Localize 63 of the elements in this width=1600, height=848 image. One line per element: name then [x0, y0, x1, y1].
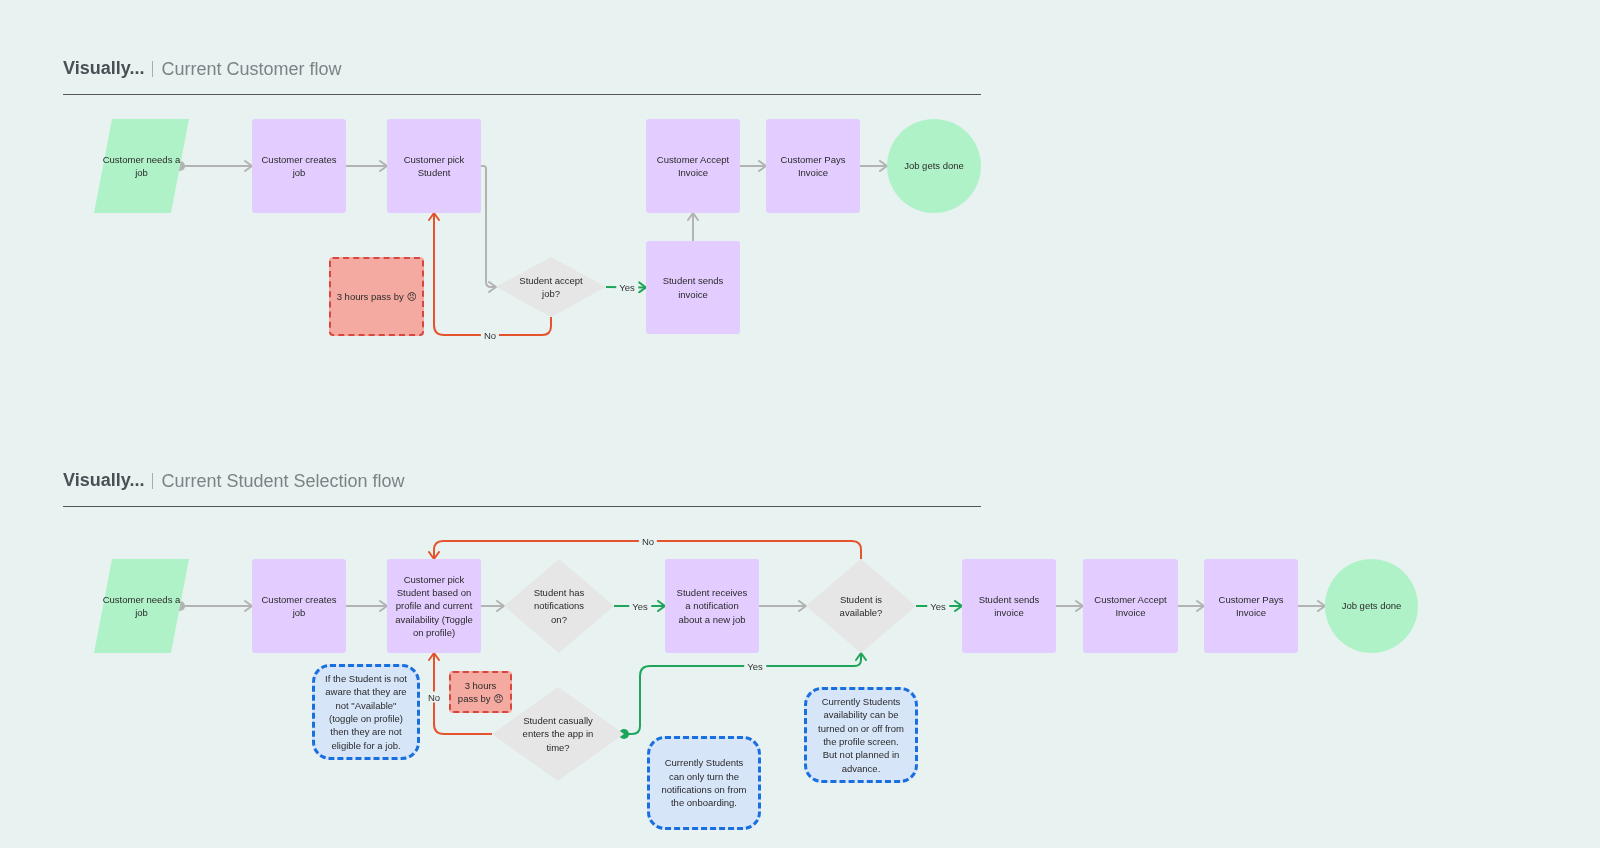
process-box — [1204, 559, 1298, 653]
step-text: Customer creates job — [260, 152, 338, 180]
step-text: Customer Accept Invoice — [1093, 592, 1168, 620]
step-text: Customer needs a job — [102, 592, 181, 620]
arrow — [739, 160, 767, 172]
section-heading: Visually... — [63, 470, 145, 491]
arrow — [345, 600, 388, 612]
process-box — [1083, 559, 1178, 653]
step-text: If the Student is not aware that they are not "Available" (toggle on profile) then they are not eligible for a job. — [324, 672, 408, 752]
step-text: Job gets done — [1341, 599, 1402, 613]
step-text: Student sends invoice — [977, 592, 1041, 620]
decision-diamond — [806, 559, 916, 653]
step-text: 3 hours pass by 😠 — [336, 289, 417, 304]
arrow — [480, 165, 497, 293]
start-parallelogram — [94, 119, 189, 213]
arrow — [687, 212, 699, 242]
arrow — [1177, 600, 1205, 612]
arrow — [1055, 600, 1084, 612]
arrow — [758, 600, 807, 612]
step-text: Student has notifications on? — [532, 586, 586, 626]
process-box — [962, 559, 1056, 653]
process-box — [387, 559, 481, 653]
step-text: Currently Students availability can be turned on or off from the profile screen. But not planned in advance. — [817, 695, 905, 775]
process-box — [252, 559, 346, 653]
note-box — [647, 736, 761, 830]
warning-box — [329, 257, 424, 336]
warning-box — [449, 671, 512, 713]
decision-diamond — [504, 559, 614, 653]
step-text: Customer pick Student — [402, 152, 466, 180]
decision-diamond — [492, 687, 624, 781]
step-text: Customer needs a job — [102, 152, 181, 180]
section-subtitle: Current Student Selection flow — [152, 472, 405, 489]
start-parallelogram — [94, 559, 189, 653]
step-text: 3 hours pass by 😠 — [456, 678, 505, 706]
process-box — [766, 119, 860, 213]
arrow — [480, 600, 505, 612]
step-text: Customer Pays Invoice — [779, 152, 847, 180]
section-subtitle: Current Customer flow — [152, 60, 342, 77]
arrow — [1297, 600, 1326, 612]
step-text: Customer creates job — [260, 592, 338, 620]
process-box — [646, 119, 740, 213]
step-text: Job gets done — [904, 159, 964, 173]
step-text: Student accept job? — [518, 273, 584, 301]
step-text: Customer pick Student based on profile and current availability (Toggle on profile) — [395, 572, 473, 640]
process-box — [252, 119, 346, 213]
step-text: Student is available? — [838, 592, 884, 620]
branch-arrow — [428, 652, 493, 735]
step-text: Student casually enters the app in time? — [521, 714, 595, 754]
note-box — [312, 664, 420, 760]
step-text: Currently Students can only turn the notifications on from the onboarding. — [660, 756, 748, 810]
decision-diamond — [496, 257, 606, 317]
process-box — [387, 119, 481, 213]
step-text: Student receives a notification about a new job — [675, 586, 749, 626]
section-heading: Visually... — [63, 58, 145, 79]
arrow — [345, 160, 388, 172]
step-text: Customer Accept Invoice — [655, 152, 731, 180]
process-box — [646, 241, 740, 334]
arrow — [859, 160, 888, 172]
process-box — [665, 559, 759, 653]
step-text: Student sends invoice — [661, 274, 725, 301]
step-text: Customer Pays Invoice — [1217, 592, 1285, 620]
note-box — [804, 687, 918, 783]
branch-arrow — [618, 652, 867, 740]
